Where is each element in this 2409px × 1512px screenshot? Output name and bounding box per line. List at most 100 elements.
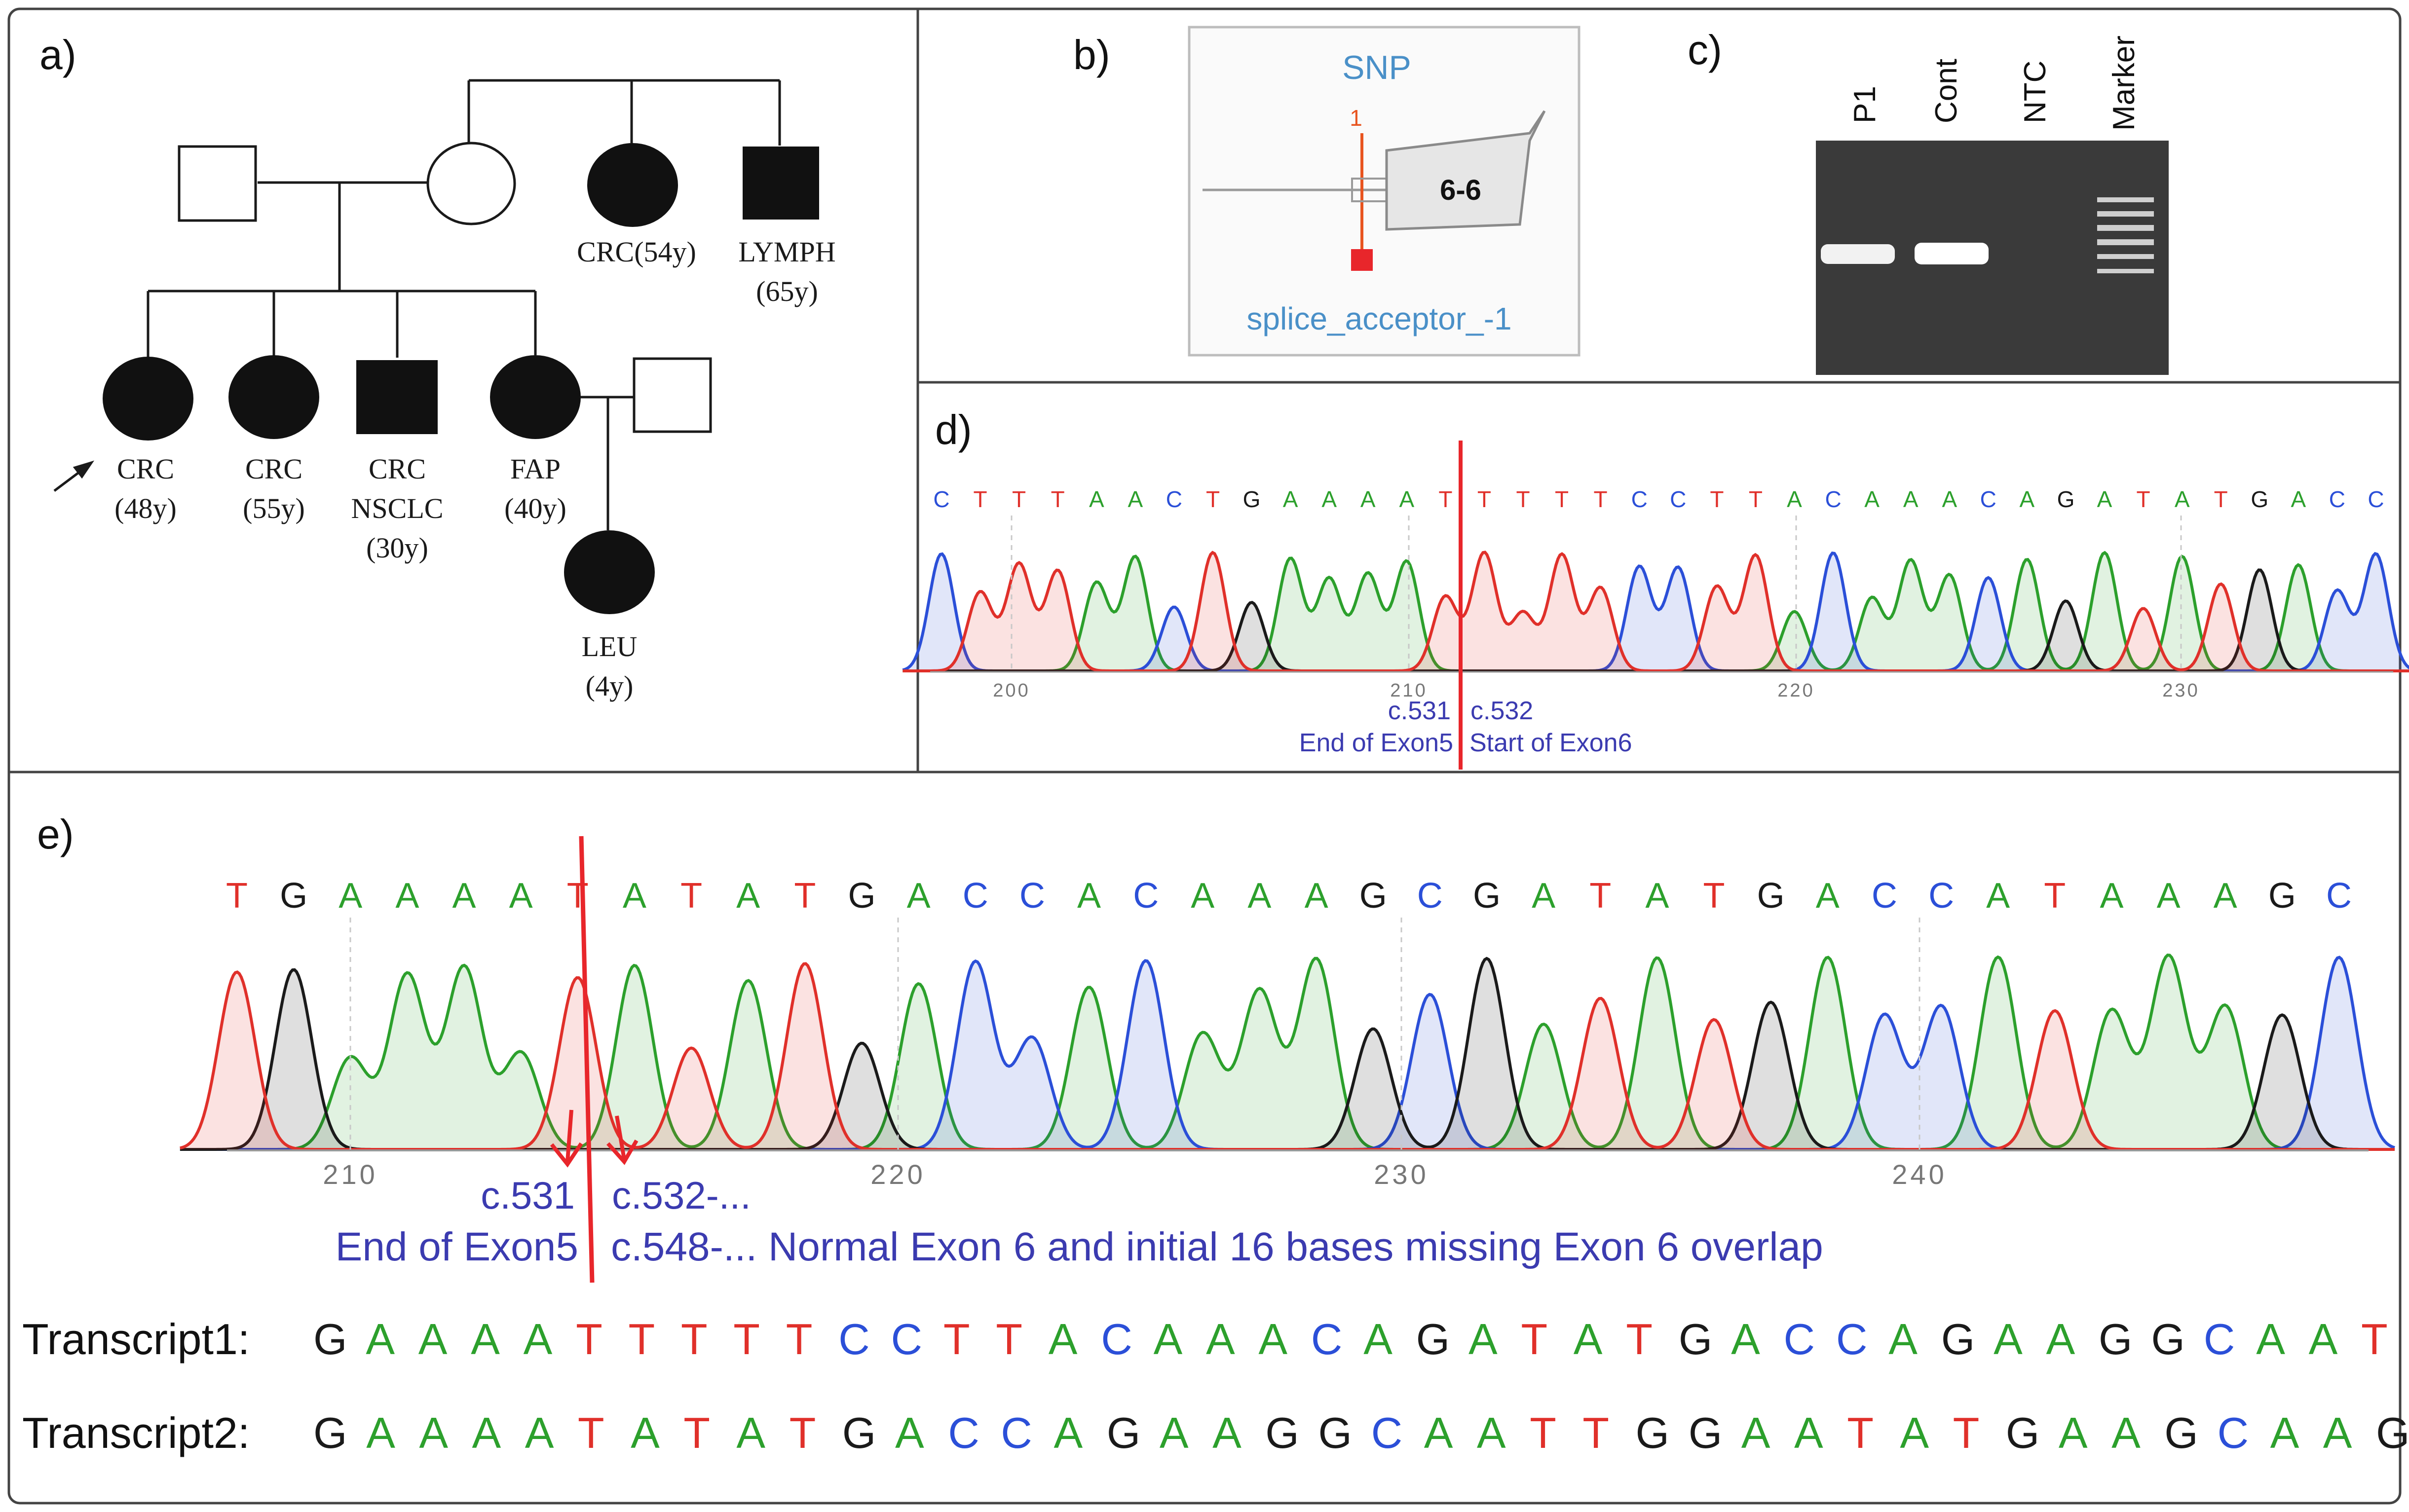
base-letter: T bbox=[1012, 486, 1026, 512]
base-letter: G bbox=[842, 1408, 876, 1457]
base-letter: C bbox=[2326, 876, 2352, 916]
base-letter: G bbox=[280, 876, 307, 916]
base-letter: A bbox=[2100, 876, 2123, 916]
base-letter: G bbox=[1107, 1408, 1140, 1457]
base-letter: A bbox=[2046, 1315, 2075, 1364]
base-letter: A bbox=[366, 1408, 395, 1457]
lane-label-p1: P1 bbox=[1848, 86, 1882, 123]
base-letter: G bbox=[1318, 1408, 1352, 1457]
base-letter: T bbox=[1555, 486, 1569, 512]
base-letter: T bbox=[996, 1315, 1022, 1364]
base-letter: G bbox=[2006, 1408, 2039, 1457]
base-letter: A bbox=[395, 876, 419, 916]
base-letter: T bbox=[578, 1408, 604, 1457]
base-letter: T bbox=[1953, 1408, 1980, 1457]
base-letter: G bbox=[1689, 1408, 1722, 1457]
spouse bbox=[633, 357, 712, 433]
base-letter: A bbox=[895, 1408, 924, 1457]
snp-title: SNP bbox=[1342, 49, 1411, 86]
base-letter: A bbox=[1986, 876, 2010, 916]
panel-label-d: d) bbox=[935, 406, 972, 453]
base-letter: T bbox=[1749, 486, 1763, 512]
sibling-2 bbox=[228, 355, 319, 439]
grandmother bbox=[426, 142, 516, 225]
base-letter: A bbox=[1424, 1408, 1453, 1457]
base-letter: A bbox=[1903, 486, 1919, 512]
aunt-label: CRC(54y) bbox=[577, 236, 696, 268]
tick-label: 200 bbox=[993, 680, 1030, 701]
note-left-d: End of Exon5 bbox=[1299, 729, 1453, 757]
base-letter: C bbox=[1311, 1315, 1343, 1364]
base-letter: A bbox=[736, 1408, 765, 1457]
trace-fill-t bbox=[903, 552, 2409, 671]
base-letter: A bbox=[1399, 486, 1414, 512]
base-letter: T bbox=[1206, 486, 1220, 512]
base-letter: A bbox=[1942, 486, 1957, 512]
base-letter: T bbox=[1589, 876, 1611, 916]
snp-marker-label: 1 bbox=[1350, 105, 1362, 131]
outer-frame bbox=[7, 7, 2402, 1505]
base-letter: C bbox=[1101, 1315, 1132, 1364]
base-letter: C bbox=[1371, 1408, 1403, 1457]
band-p1 bbox=[1821, 244, 1895, 264]
base-letter: C bbox=[1133, 876, 1159, 916]
lane-label-marker: Marker bbox=[2107, 36, 2141, 131]
base-letter: T bbox=[683, 1408, 710, 1457]
pedigree: CRC(54y) LYMPH (65y) CRC (48y) CRC (55y)… bbox=[53, 79, 836, 702]
base-letter: C bbox=[933, 486, 949, 512]
base-letter: A bbox=[452, 876, 476, 916]
proband-arrow-icon bbox=[53, 460, 95, 492]
base-letter: T bbox=[1051, 486, 1065, 512]
base-letter: G bbox=[1757, 876, 1785, 916]
base-letter: C bbox=[2218, 1408, 2249, 1457]
base-letter: C bbox=[1670, 486, 1686, 512]
base-letter: T bbox=[1626, 1315, 1653, 1364]
base-letter: G bbox=[1636, 1408, 1669, 1457]
base-letter: C bbox=[1872, 876, 1897, 916]
base-letter: A bbox=[1154, 1315, 1183, 1364]
tick-label: 210 bbox=[323, 1159, 377, 1190]
trace-fill-g bbox=[903, 570, 2409, 671]
base-letter: A bbox=[1206, 1315, 1235, 1364]
base-letter: A bbox=[1191, 876, 1214, 916]
sibling-3-age: (30y) bbox=[366, 532, 428, 564]
tick-label: 230 bbox=[1374, 1159, 1429, 1190]
gel-panel: P1 Cont NTC Marker bbox=[1816, 36, 2169, 375]
proband bbox=[103, 357, 193, 441]
panel-label-c: c) bbox=[1688, 27, 1722, 73]
base-letter: T bbox=[681, 1315, 708, 1364]
base-letter: G bbox=[313, 1315, 347, 1364]
base-letter: A bbox=[1360, 486, 1376, 512]
base-letter: G bbox=[1473, 876, 1501, 916]
chromatogram-d bbox=[902, 551, 2409, 673]
base-letter: A bbox=[471, 1315, 500, 1364]
base-letter: C bbox=[2329, 486, 2345, 512]
note-right-d: Start of Exon6 bbox=[1469, 729, 1632, 757]
base-letter: A bbox=[366, 1315, 395, 1364]
panel-label-a: a) bbox=[39, 32, 76, 78]
exon-block bbox=[1385, 110, 1546, 231]
base-letter: A bbox=[509, 876, 533, 916]
base-letter: T bbox=[2361, 1315, 2388, 1364]
marker-ladder bbox=[2097, 197, 2154, 273]
base-letter: C bbox=[963, 876, 988, 916]
pos-left-d: c.531 bbox=[1388, 697, 1451, 725]
panel-label-b: b) bbox=[1073, 32, 1110, 78]
base-letter: G bbox=[2151, 1315, 2184, 1364]
base-letter: G bbox=[2057, 486, 2075, 512]
base-letter: C bbox=[1836, 1315, 1868, 1364]
base-letter: A bbox=[2097, 486, 2112, 512]
base-letter: T bbox=[974, 486, 987, 512]
base-letter: G bbox=[2099, 1315, 2132, 1364]
base-letter: A bbox=[418, 1315, 448, 1364]
uncle-label: LYMPH bbox=[738, 236, 835, 268]
base-letter: A bbox=[2111, 1408, 2141, 1457]
base-letter: G bbox=[1359, 876, 1387, 916]
pos-right-d: c.532 bbox=[1470, 697, 1533, 725]
tick-label: 220 bbox=[1777, 680, 1814, 701]
